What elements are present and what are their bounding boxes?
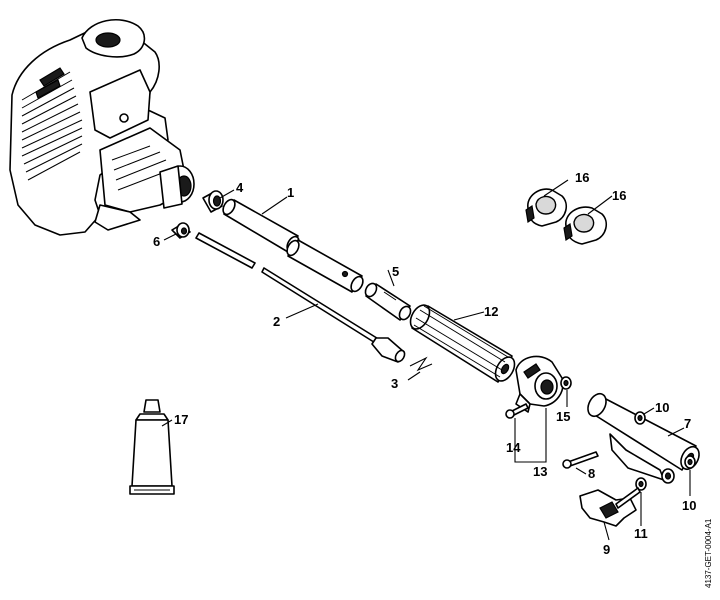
part-16-clip-b [563, 206, 608, 245]
callout-17: 17 [174, 412, 188, 427]
part-8-screw [562, 451, 599, 469]
drawing-code: 4137-GET-0004-A1 [704, 518, 713, 588]
callout-1: 1 [287, 185, 294, 200]
callout-10-b: 10 [682, 498, 696, 513]
part-17-grease-tube [129, 399, 175, 495]
leader-lines [161, 179, 691, 541]
part-11-washer [635, 477, 647, 491]
callout-3: 3 [391, 376, 398, 391]
part-6-sleeve [171, 222, 191, 239]
callout-14: 14 [506, 440, 521, 455]
callout-16-a: 16 [575, 170, 589, 185]
part-7-handle-mount [587, 392, 700, 484]
callout-13: 13 [533, 464, 547, 479]
callout-9: 9 [603, 542, 610, 557]
callout-10-a: 10 [655, 400, 669, 415]
callout-2: 2 [273, 314, 280, 329]
part-16-clip-a [525, 188, 568, 227]
callout-numbers: 1 4 6 2 5 3 12 16 16 17 15 14 13 10 7 8 … [153, 170, 696, 557]
part-10-nut-lower [684, 455, 696, 469]
part-14-screw [505, 403, 529, 419]
part-10-nut-upper [634, 411, 646, 425]
callout-6: 6 [153, 234, 160, 249]
callout-4: 4 [236, 180, 244, 195]
callout-16-b: 16 [612, 188, 626, 203]
part-12-liner [409, 304, 516, 383]
callout-8: 8 [588, 466, 595, 481]
callout-11: 11 [634, 526, 648, 541]
part-4-bushing [202, 190, 224, 213]
part-3-clip [409, 356, 433, 372]
part-13-clamp [515, 355, 564, 413]
engine-housing [9, 18, 195, 236]
part-5-bearing-sleeve [364, 282, 412, 321]
callout-12: 12 [484, 304, 498, 319]
part-9-star-knob [579, 487, 641, 527]
part-2-drive-shaft [195, 232, 406, 363]
part-1-drive-tube [222, 198, 364, 293]
part-15-nut [560, 376, 572, 390]
callout-7: 7 [684, 416, 691, 431]
callout-15: 15 [556, 409, 570, 424]
callout-5: 5 [392, 264, 399, 279]
